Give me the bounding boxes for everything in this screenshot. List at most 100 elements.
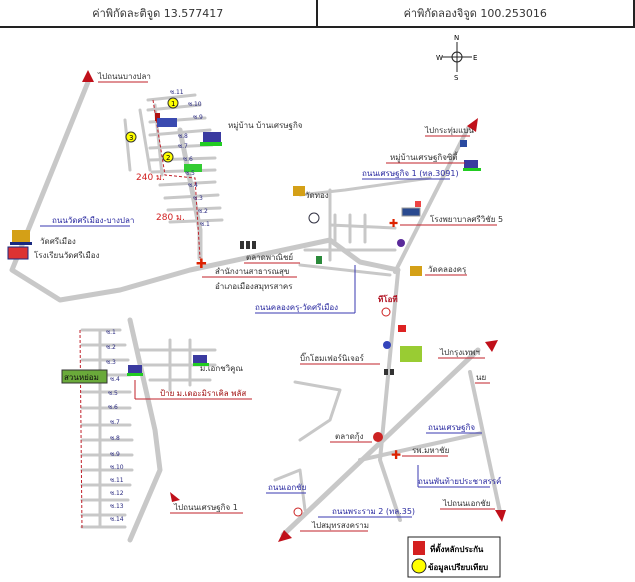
hospital-cross-icon: ✚ ✚ ✚ — [196, 217, 401, 462]
map-label: ไปกรุงเทพฯ — [439, 348, 480, 357]
map-label: ถนนวัดศรีเมือง-บางปลา — [52, 216, 134, 225]
soi-labels-north: ซ.11 ซ.10 ซ.9 ซ.8 ซ.7 ซ.6 ซ.5 ซ.4 ซ.3 ซ.… — [170, 89, 210, 228]
map-label: ที่ตั้งหลักประกัน — [430, 543, 484, 554]
map-label: ไปกระทุ่มแบน — [424, 126, 474, 135]
map-label: ✚ — [391, 448, 401, 462]
map-label: W — [436, 54, 443, 62]
map-label: ซ.8 — [178, 133, 188, 140]
map-label: ซ.5 — [185, 170, 195, 177]
park-box — [61, 369, 108, 384]
arrow-setthakit-icon — [170, 492, 180, 502]
map-label: ไปถนนเศรษฐกิจ 1 — [173, 503, 238, 512]
building-icon — [240, 241, 256, 249]
map-label: ซ.8 — [110, 435, 120, 442]
map-label: ซ.11 — [170, 89, 184, 96]
map-label: ตลาดกุ้ง — [335, 432, 364, 441]
latitude-value: ค่าพิกัดละติจูด 13.577417 — [0, 0, 318, 26]
longitude-value: ค่าพิกัดลองจิจูด 100.253016 — [318, 0, 635, 26]
map-label: ซ.2 — [198, 208, 208, 215]
map-label: 3 — [129, 134, 133, 142]
store-7-icon — [316, 256, 322, 264]
map-label: ซ.10 — [110, 464, 124, 471]
map-label: ซ.9 — [193, 114, 203, 121]
leaf-icon — [293, 307, 391, 517]
coordinates-header: ค่าพิกัดละติจูด 13.577417 ค่าพิกัดลองจิจ… — [0, 0, 635, 28]
roads — [9, 79, 502, 543]
map-label: ถนนพันท้ายประชาสรรค์ — [418, 476, 501, 486]
map-label: วัดศรีเมือง — [40, 237, 76, 246]
map-label: 2 — [166, 154, 170, 162]
map-label: ตลาดพาณิชย์ — [246, 252, 293, 262]
comparison-legend-swatch — [411, 558, 427, 574]
collateral-legend-swatch — [413, 541, 425, 555]
map-label: อำเภอเมืองสมุทรสาคร — [215, 282, 293, 291]
map-label: E — [473, 54, 477, 62]
map-label: ไปถนนบางปลา — [97, 72, 151, 81]
comparison-marker-2: 2 — [162, 151, 174, 163]
school-flag-icon — [7, 246, 29, 260]
map-label: หมู่บ้านเศรษฐกิจซิตี้ — [390, 151, 459, 163]
map-label: ซ.13 — [110, 503, 124, 510]
map-labels: ไปถนนบางปลา ถนนวัดศรีเมือง-บางปลา วัดศรี… — [34, 72, 503, 532]
map-label: S — [454, 74, 459, 82]
arrow-east-icon — [485, 340, 498, 352]
house-icon — [193, 355, 209, 366]
shell-gas-icon — [383, 341, 391, 349]
map-label: ม.เอกชวิคูณ — [200, 364, 243, 374]
map-label: ซ.4 — [110, 376, 120, 383]
map-label: ซ.1 — [106, 329, 116, 336]
map-label: ซ.4 — [188, 182, 198, 189]
direction-arrows — [82, 70, 506, 542]
map-label: ซ.2 — [106, 344, 116, 351]
shop-icon — [401, 201, 421, 217]
map-label: ถนนพระราม 2 (ทล.35) — [332, 507, 415, 516]
arrow-northeast-icon — [467, 118, 478, 132]
store-icon — [398, 325, 422, 362]
map-label: สำนักงานสาธารณสุข — [215, 267, 289, 276]
map-label: ถนนคลองครุ-วัดศรีเมือง — [255, 303, 338, 312]
map-label: วัดคลองครุ — [428, 265, 467, 274]
house-icon — [200, 132, 222, 146]
map-label: บิ๊กโฮมเฟอร์นิเจอร์ — [300, 352, 365, 363]
map-label: ซ.10 — [188, 101, 202, 108]
map-label: รพ.มหาชัย — [412, 446, 449, 455]
map-label: ซ.12 — [110, 490, 124, 497]
circle-logo-icon — [397, 239, 405, 247]
map-label: ถนนเศรษฐกิจ 1 (ทล.3091) — [362, 169, 459, 178]
house-icon — [463, 160, 481, 171]
map-label: วัดทอง — [305, 191, 329, 200]
house-icon — [127, 365, 143, 376]
map-label: ซ.3 — [106, 359, 116, 366]
map-legend: ที่ตั้งหลักประกัน ข้อมูลเปรียบเทียบ — [407, 536, 501, 578]
map-label: นย — [476, 373, 486, 382]
map-label: ข้อมูลเปรียบเทียบ — [428, 562, 488, 573]
arrow-southwest-icon — [278, 530, 292, 542]
map-label: ไปสมุทรสงคราม — [311, 521, 369, 530]
map-label: 280 ม. — [156, 213, 185, 223]
map-label: ป้าย ม.เดอะมิราเคิล พลัส — [160, 389, 246, 398]
map-label: หมู่บ้าน บ้านเศรษฐกิจ — [228, 121, 303, 131]
temple-icon — [410, 266, 422, 276]
temple-icon — [10, 230, 32, 245]
arrow-north-icon — [82, 70, 94, 82]
collateral-marker — [155, 113, 160, 121]
map-label: ทีโอที — [378, 294, 398, 304]
map-label: ✚ — [196, 257, 207, 272]
map-label: ซ.6 — [183, 156, 193, 163]
map-label: ✚ — [389, 217, 398, 230]
map-label: ถนนเศรษฐกิจ — [428, 423, 475, 432]
police-icon — [308, 212, 320, 224]
map-label: โรงพยาบาลศรีวิชัย 5 — [430, 214, 503, 224]
temple-icon — [293, 186, 305, 196]
map-label: ซ.3 — [193, 195, 203, 202]
map-label: ซ.1 — [200, 221, 210, 228]
map-label: ไปถนนเอกชัย — [442, 499, 490, 508]
map-label: โรงเรียนวัดศรีเมือง — [34, 250, 100, 260]
map-label: 1 — [171, 100, 175, 108]
sign-icon — [460, 140, 467, 147]
arrow-southeast-icon — [495, 510, 506, 522]
map-label: ถนนเอกชัย — [268, 483, 306, 492]
map-label: ซ.6 — [108, 404, 118, 411]
